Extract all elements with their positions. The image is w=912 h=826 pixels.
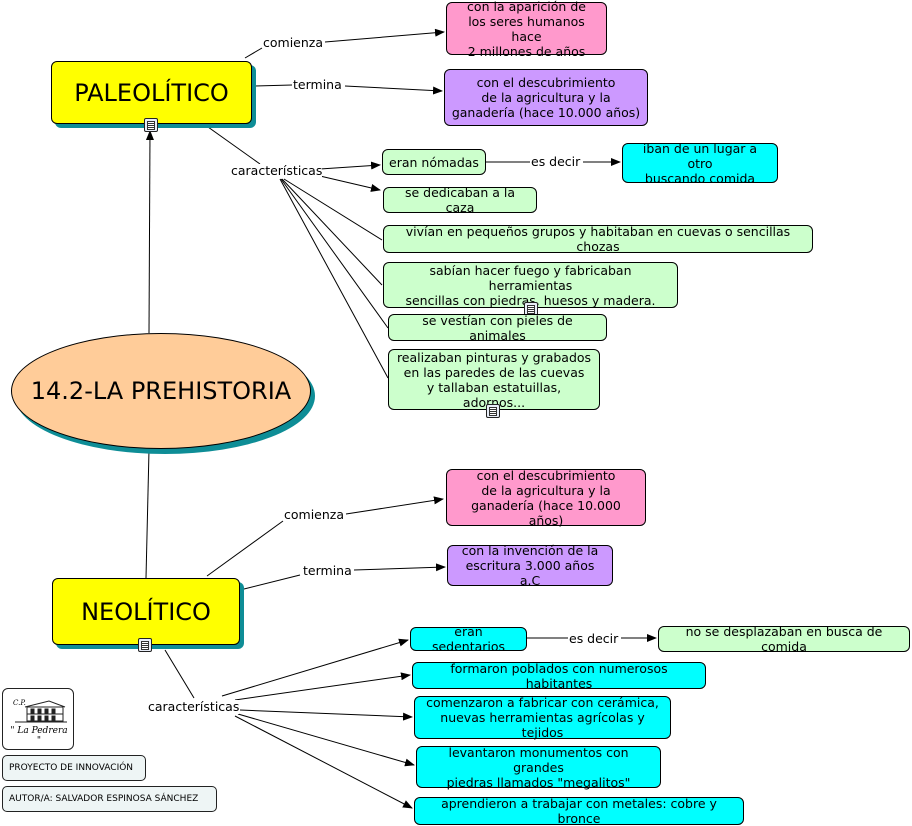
neolitico-termina-label: termina bbox=[303, 563, 352, 578]
paleolitico-es-decir-node[interactable]: iban de un lugar a otro buscando comida bbox=[622, 141, 778, 186]
paleolitico-item[interactable]: vivían en pequeños grupos y habitaban en… bbox=[383, 224, 813, 254]
paleolitico-item[interactable]: eran nómadas bbox=[382, 149, 486, 175]
paleolitico-item[interactable]: se dedicaban a la caza bbox=[383, 185, 537, 215]
center-topic-label: 14.2-LA PREHISTORIA bbox=[30, 377, 292, 405]
building-icon bbox=[15, 700, 67, 723]
paleolitico-node[interactable]: PALEOLÍTICO bbox=[51, 61, 252, 124]
neolitico-item[interactable]: eran sedentarios bbox=[410, 624, 527, 654]
neolitico-comienza-label: comienza bbox=[284, 507, 345, 522]
neolitico-item[interactable]: levantaron monumentos con grandes piedra… bbox=[416, 745, 661, 790]
paleolitico-comienza-node[interactable]: con la aparición de los seres humanos ha… bbox=[446, 0, 607, 59]
paleolitico-termina-label: termina bbox=[293, 77, 342, 92]
neolitico-caracteristicas-label: características bbox=[148, 699, 240, 714]
neolitico-title: NEOLÍTICO bbox=[81, 597, 211, 626]
document-icon[interactable] bbox=[486, 404, 500, 418]
author-badge: AUTOR/A: SALVADOR ESPINOSA SÁNCHEZ bbox=[2, 786, 217, 812]
neolitico-es-decir-label: es decir bbox=[569, 631, 619, 646]
paleolitico-caracteristicas-label: características bbox=[231, 163, 323, 178]
project-badge: PROYECTO DE INNOVACIÓN bbox=[2, 755, 146, 781]
center-topic-node[interactable]: 14.2-LA PREHISTORIA bbox=[11, 333, 311, 449]
logo-name-text: " La Pedrera " bbox=[10, 726, 68, 746]
neolitico-comienza-node[interactable]: con el descubrimiento de la agricultura … bbox=[446, 468, 646, 528]
paleolitico-item[interactable]: se vestían con pieles de animales bbox=[388, 313, 607, 343]
neolitico-item[interactable]: comenzaron a fabricar con cerámica, nuev… bbox=[414, 695, 671, 740]
paleolitico-termina-node[interactable]: con el descubrimiento de la agricultura … bbox=[444, 69, 648, 126]
document-icon[interactable] bbox=[144, 118, 158, 132]
paleolitico-comienza-label: comienza bbox=[263, 35, 324, 50]
paleolitico-es-decir-label: es decir bbox=[531, 154, 581, 169]
neolitico-item[interactable]: formaron poblados con numerosos habitant… bbox=[412, 661, 706, 691]
neolitico-item[interactable]: aprendieron a trabajar con metales: cobr… bbox=[414, 796, 744, 826]
document-icon[interactable] bbox=[138, 638, 152, 652]
neolitico-termina-node[interactable]: con la invención de la escritura 3.000 a… bbox=[447, 543, 613, 588]
neolitico-es-decir-node[interactable]: no se desplazaban en busca de comida bbox=[658, 624, 910, 654]
paleolitico-item[interactable]: realizaban pinturas y grabados en las pa… bbox=[388, 349, 600, 410]
neolitico-node[interactable]: NEOLÍTICO bbox=[52, 578, 240, 645]
school-logo: C.P. " La Pedrera " bbox=[2, 688, 74, 750]
paleolitico-title: PALEOLÍTICO bbox=[74, 78, 229, 107]
logo-small-text: C.P. bbox=[13, 699, 26, 707]
